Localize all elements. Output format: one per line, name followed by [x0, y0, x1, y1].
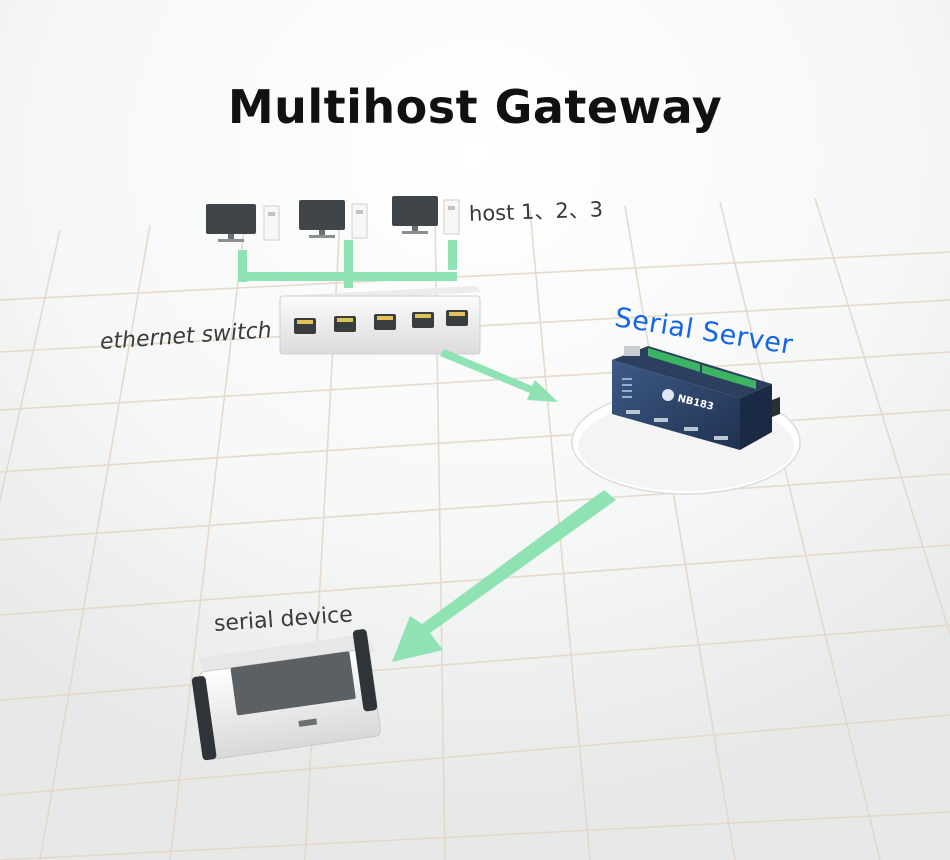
monitor-icon: [392, 196, 438, 226]
robot-logo-icon: [662, 389, 674, 401]
switch-to-server-arrow: [440, 349, 558, 402]
computer-tower-icon: [351, 203, 368, 239]
host-2: [299, 200, 368, 239]
serial-device: [191, 629, 382, 761]
ethernet-switch: [279, 286, 482, 355]
server-to-device-arrow: [392, 490, 616, 662]
page-title: Multihost Gateway: [227, 80, 723, 134]
monitor-icon: [206, 204, 256, 234]
computer-tower-icon: [443, 199, 460, 235]
terminal-block: [648, 348, 756, 389]
device-screen: [230, 651, 356, 716]
monitor-icon: [299, 200, 345, 230]
hosts-label: host 1、2、3: [468, 197, 604, 226]
status-led-icon: [622, 378, 632, 398]
host-1: [206, 204, 280, 242]
host-uplinks: [238, 240, 457, 288]
computer-tower-icon: [263, 205, 280, 241]
host-3: [392, 196, 460, 235]
serial-server-device: NB183: [612, 346, 780, 450]
